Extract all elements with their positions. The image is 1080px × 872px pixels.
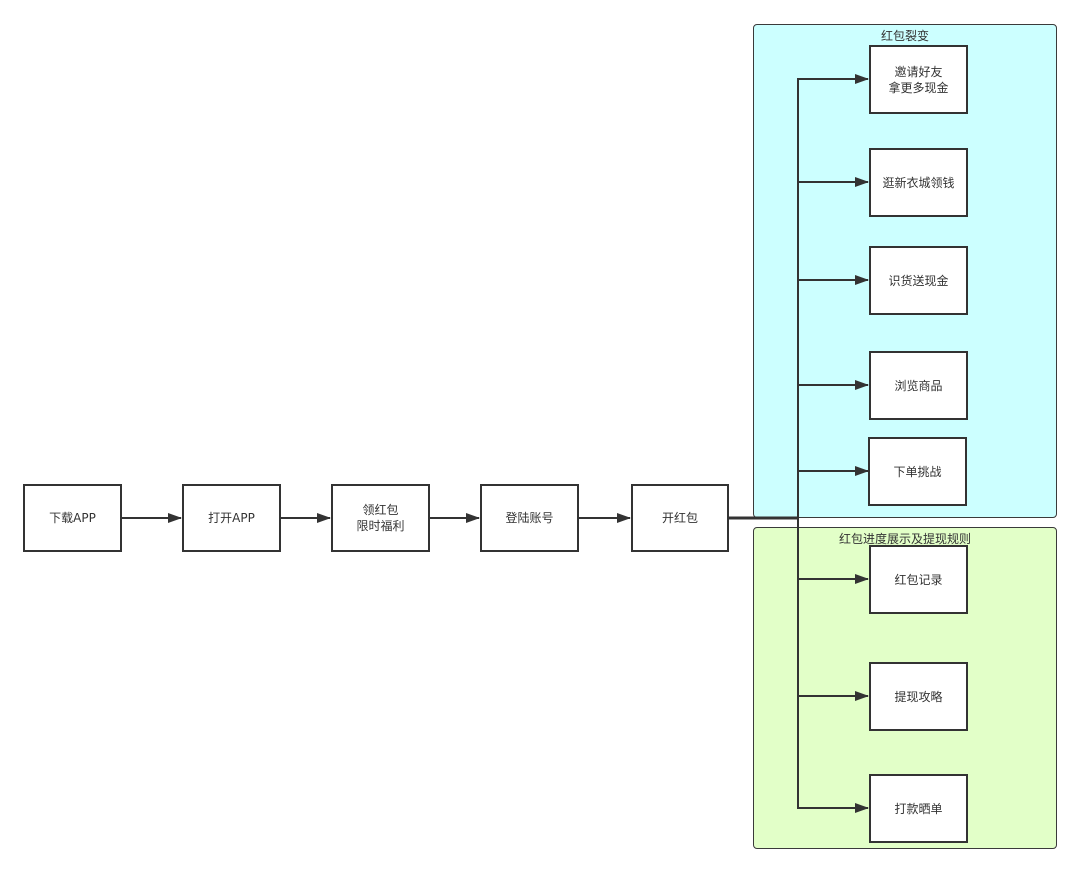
node-payout-show[interactable]: 打款晒单 <box>869 774 968 843</box>
node-order-challenge[interactable]: 下单挑战 <box>868 437 967 506</box>
node-claim-red-packet[interactable]: 领红包 限时福利 <box>331 484 430 552</box>
node-withdraw-guide[interactable]: 提现攻略 <box>869 662 968 731</box>
node-open-app[interactable]: 打开APP <box>182 484 281 552</box>
node-open-red-packet[interactable]: 开红包 <box>631 484 729 552</box>
node-invite-friends[interactable]: 邀请好友 拿更多现金 <box>869 45 968 114</box>
node-login[interactable]: 登陆账号 <box>480 484 579 552</box>
node-browse-new-clothes[interactable]: 逛新衣城领钱 <box>869 148 968 217</box>
node-identify-cash[interactable]: 识货送现金 <box>869 246 968 315</box>
node-download-app[interactable]: 下载APP <box>23 484 122 552</box>
group-title-progress: 红包进度展示及提现规则 <box>838 532 971 546</box>
group-title-fission: 红包裂变 <box>880 29 929 43</box>
node-red-packet-records[interactable]: 红包记录 <box>869 545 968 614</box>
node-browse-goods[interactable]: 浏览商品 <box>869 351 968 420</box>
